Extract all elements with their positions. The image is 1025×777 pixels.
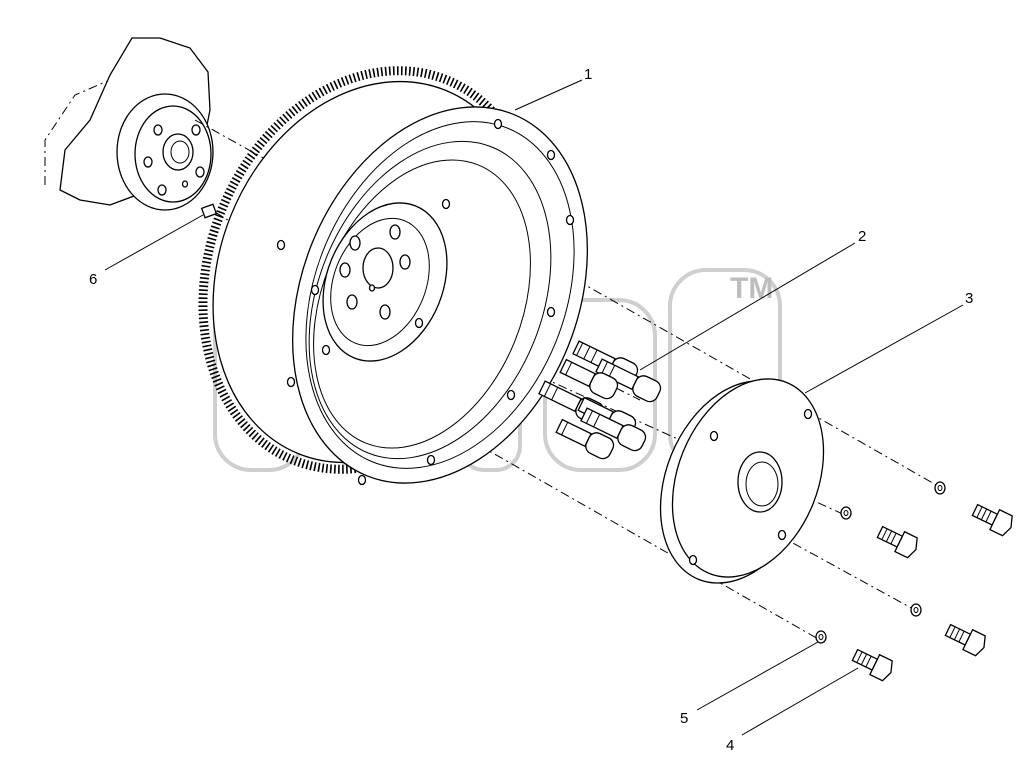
leader-lines — [104, 79, 964, 736]
lock-washers — [815, 481, 946, 644]
callout-3: 3 — [965, 290, 973, 307]
crankshaft-flange — [44, 37, 218, 219]
adapter-plate — [659, 378, 825, 584]
callout-2: 2 — [858, 228, 866, 245]
callout-labels: 1 2 3 4 5 6 — [89, 66, 973, 754]
hex-bolts — [851, 503, 1013, 682]
flywheel-mounting-screws — [538, 340, 662, 460]
callout-6: 6 — [89, 271, 97, 288]
callout-4: 4 — [726, 737, 734, 754]
watermark-trademark: TM — [730, 272, 773, 305]
flywheel — [198, 66, 588, 486]
callout-5: 5 — [680, 710, 688, 727]
callout-1: 1 — [584, 66, 592, 83]
